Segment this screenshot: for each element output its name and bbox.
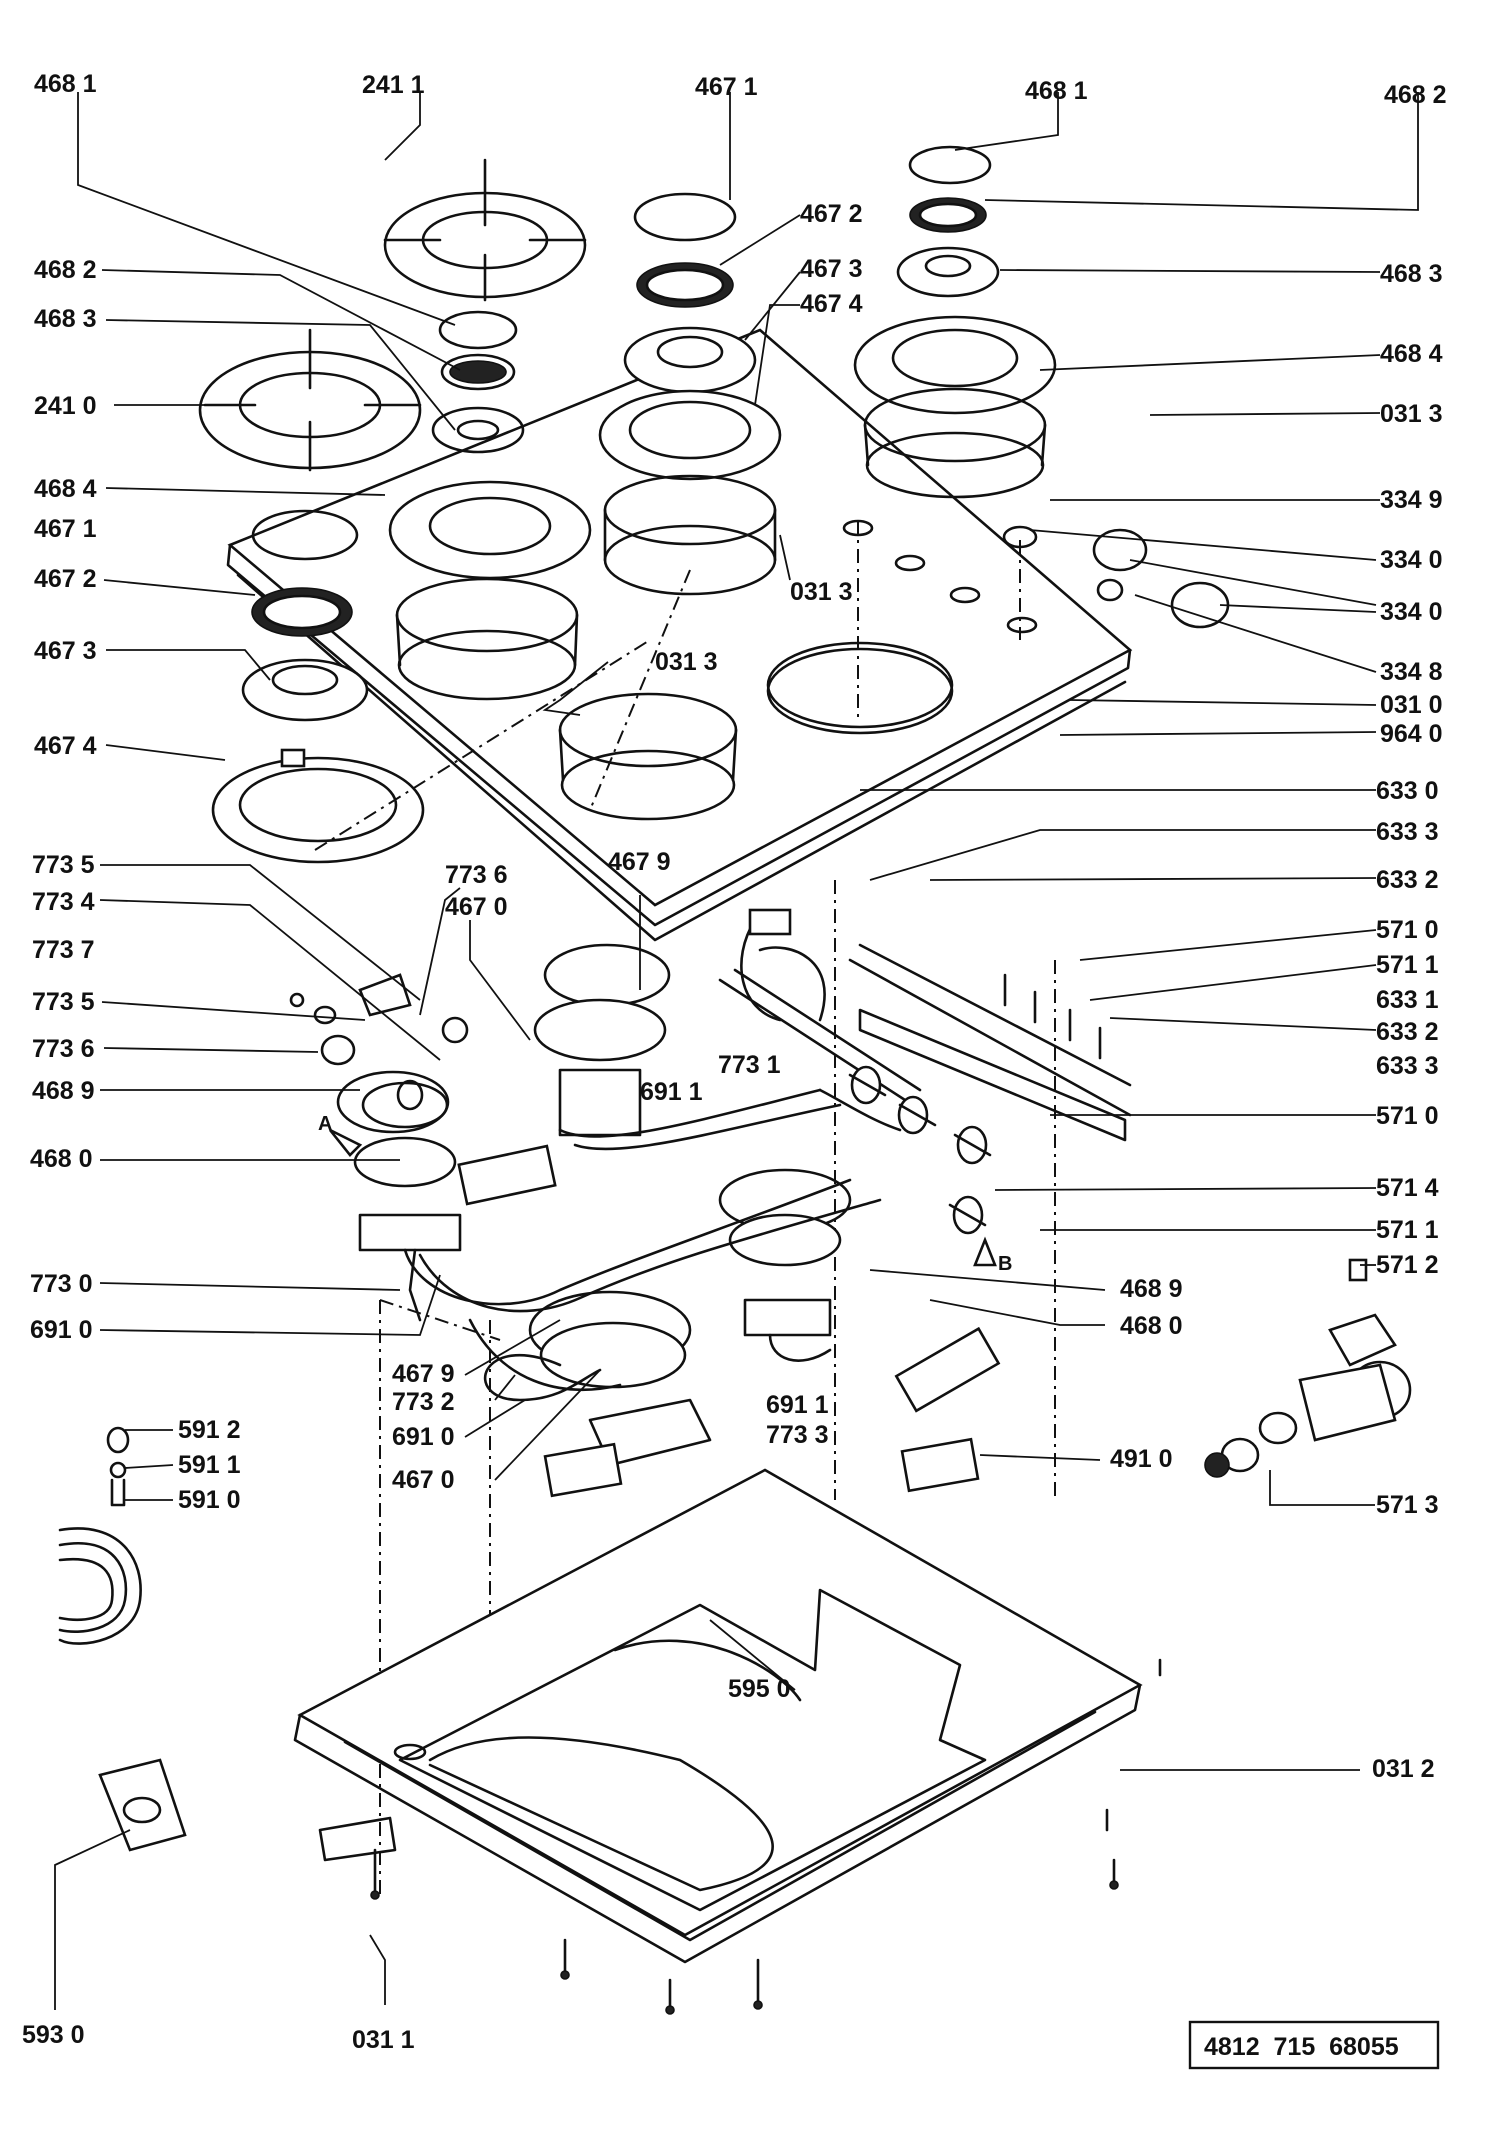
label-468-1-tr: 468 1 — [1025, 77, 1088, 105]
view-arrows — [328, 1128, 997, 1267]
label-773-7: 773 7 — [32, 936, 95, 964]
label-591-0: 591 0 — [178, 1486, 241, 1514]
label-468-0-a: 468 0 — [30, 1145, 93, 1173]
label-571-0-a: 571 0 — [1376, 916, 1439, 944]
label-591-1: 591 1 — [178, 1451, 241, 1479]
label-633-2-b: 633 2 — [1376, 1018, 1439, 1046]
burner-stack-left — [388, 310, 592, 701]
label-691-0-b: 691 0 — [392, 1423, 455, 1451]
label-591-2: 591 2 — [178, 1416, 241, 1444]
label-467-1-top: 467 1 — [695, 73, 758, 101]
label-467-2-c: 467 2 — [800, 200, 863, 228]
screws — [370, 1658, 1162, 2015]
fittings-left — [289, 973, 469, 1129]
label-633-3-a: 633 3 — [1376, 818, 1439, 846]
label-468-1-tl: 468 1 — [34, 70, 97, 98]
label-773-4: 773 4 — [32, 888, 95, 916]
pan-support-2410 — [198, 328, 422, 472]
label-964-0: 964 0 — [1380, 720, 1443, 748]
label-468-2-l: 468 2 — [34, 256, 97, 284]
axis-lines — [314, 520, 1056, 1900]
label-031-1: 031 1 — [352, 2026, 415, 2054]
valve-assembly-right — [1204, 1258, 1412, 1478]
label-468-9-a: 468 9 — [32, 1077, 95, 1105]
label-571-4: 571 4 — [1376, 1174, 1439, 1202]
label-467-3-c: 467 3 — [800, 255, 863, 283]
label-571-1-a: 571 1 — [1376, 951, 1439, 979]
label-467-9-b: 467 9 — [392, 1360, 455, 1388]
label-773-0: 773 0 — [30, 1270, 93, 1298]
label-773-3: 773 3 — [766, 1421, 829, 1449]
label-595-0: 595 0 — [728, 1675, 791, 1703]
label-031-3-c: 031 3 — [790, 578, 853, 606]
label-468-4-r: 468 4 — [1380, 340, 1443, 368]
reference-number: 4812 715 68055 — [1204, 2033, 1399, 2061]
label-031-2: 031 2 — [1372, 1755, 1435, 1783]
label-773-1: 773 1 — [718, 1051, 781, 1079]
label-031-3-r: 031 3 — [1380, 400, 1443, 428]
leader-lines — [54, 92, 1419, 2010]
label-031-0: 031 0 — [1380, 691, 1443, 719]
label-467-0-a: 467 0 — [445, 893, 508, 921]
label-773-2: 773 2 — [392, 1388, 455, 1416]
thermocouple-left — [58, 1426, 142, 1645]
label-467-2-l: 467 2 — [34, 565, 97, 593]
label-773-6-a: 773 6 — [445, 861, 508, 889]
label-467-4-l: 467 4 — [34, 732, 97, 760]
label-691-1-a: 691 1 — [640, 1078, 703, 1106]
label-467-4-c: 467 4 — [800, 290, 863, 318]
label-334-0-b: 334 0 — [1380, 598, 1443, 626]
label-571-3: 571 3 — [1376, 1491, 1439, 1519]
reference-number-box: 4812 715 68055 — [1188, 2020, 1440, 2070]
burner-stack-centre — [558, 192, 782, 821]
burner-bodies — [336, 943, 852, 1467]
label-691-1-b: 691 1 — [766, 1391, 829, 1419]
label-633-0: 633 0 — [1376, 777, 1439, 805]
label-691-0-a: 691 0 — [30, 1316, 93, 1344]
label-468-2-r: 468 2 — [1384, 81, 1447, 109]
pan-support-2411 — [383, 158, 587, 302]
label-593-0: 593 0 — [22, 2021, 85, 2049]
label-467-1-l: 467 1 — [34, 515, 97, 543]
label-334-9: 334 9 — [1380, 486, 1443, 514]
callout-labels: 468 1 241 1 467 1 468 1 468 2 468 2 467 … — [22, 70, 1447, 2054]
label-491-0: 491 0 — [1110, 1445, 1173, 1473]
label-468-4-l: 468 4 — [34, 475, 97, 503]
sealant-pack-5930 — [98, 1758, 187, 1852]
label-571-2: 571 2 — [1376, 1251, 1439, 1279]
label-241-0: 241 0 — [34, 392, 97, 420]
burner-stack-right — [853, 145, 1057, 499]
label-241-1: 241 1 — [362, 71, 425, 99]
label-334-8: 334 8 — [1380, 658, 1443, 686]
label-633-1: 633 1 — [1376, 986, 1439, 1014]
spark-connectors — [457, 908, 1001, 1498]
label-633-2-a: 633 2 — [1376, 866, 1439, 894]
burner-stack-left-lower — [211, 509, 425, 864]
label-467-3-l: 467 3 — [34, 637, 97, 665]
label-467-9-a: 467 9 — [608, 848, 671, 876]
label-view-a: A — [318, 1113, 332, 1135]
label-468-3-r: 468 3 — [1380, 260, 1443, 288]
label-773-5-b: 773 5 — [32, 988, 95, 1016]
label-633-3-b: 633 3 — [1376, 1052, 1439, 1080]
label-468-9-b: 468 9 — [1120, 1275, 1183, 1303]
label-view-b: B — [998, 1253, 1012, 1275]
gas-tubes — [403, 1088, 902, 1402]
label-773-6-b: 773 6 — [32, 1035, 95, 1063]
label-468-3-l: 468 3 — [34, 305, 97, 333]
label-031-3-b: 031 3 — [655, 648, 718, 676]
label-571-1-b: 571 1 — [1376, 1216, 1439, 1244]
knob-parts — [1002, 525, 1230, 629]
label-773-5-a: 773 5 — [32, 851, 95, 879]
label-334-0-a: 334 0 — [1380, 546, 1443, 574]
hob-top-plate — [226, 328, 1133, 942]
label-467-0-b: 467 0 — [392, 1466, 455, 1494]
label-571-0-b: 571 0 — [1376, 1102, 1439, 1130]
chassis-tray — [293, 1468, 1143, 1964]
label-468-0-b: 468 0 — [1120, 1312, 1183, 1340]
